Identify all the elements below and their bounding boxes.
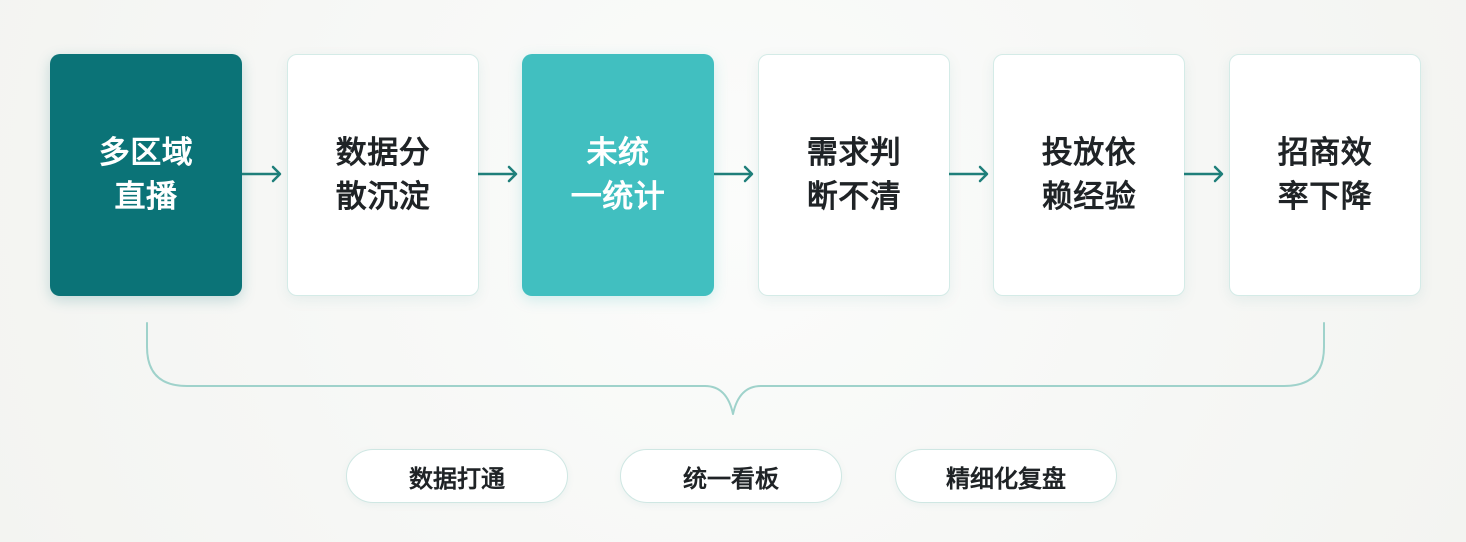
arrow-right-icon	[242, 165, 282, 183]
step-3-box: 未统 一统计	[522, 54, 714, 296]
outcome-pill-data-integration: 数据打通	[346, 449, 568, 503]
outcome-pill-label: 统一看板	[683, 464, 779, 493]
outcome-pill-label: 精细化复盘	[946, 464, 1066, 493]
step-5-box: 投放依 赖经验	[993, 54, 1185, 296]
step-1-label: 多区域 直播	[98, 135, 194, 215]
arrow-right-icon	[949, 165, 989, 183]
step-1-box: 多区域 直播	[50, 54, 242, 296]
step-2-label: 数据分 散沉淀	[335, 135, 431, 215]
arrow-right-icon	[714, 165, 754, 183]
step-4-box: 需求判 断不清	[758, 54, 950, 296]
step-6-box: 招商效 率下降	[1229, 54, 1421, 296]
outcome-pill-fine-review: 精细化复盘	[895, 449, 1117, 503]
step-4-label: 需求判 断不清	[806, 135, 902, 215]
step-6-label: 招商效 率下降	[1277, 135, 1373, 215]
step-5-label: 投放依 赖经验	[1041, 135, 1137, 215]
step-3-label: 未统 一统计	[570, 135, 666, 215]
arrow-right-icon	[1184, 165, 1224, 183]
outcome-pill-unified-dashboard: 统一看板	[620, 449, 842, 503]
outcome-pill-label: 数据打通	[409, 464, 505, 493]
step-2-box: 数据分 散沉淀	[287, 54, 479, 296]
arrow-right-icon	[478, 165, 518, 183]
